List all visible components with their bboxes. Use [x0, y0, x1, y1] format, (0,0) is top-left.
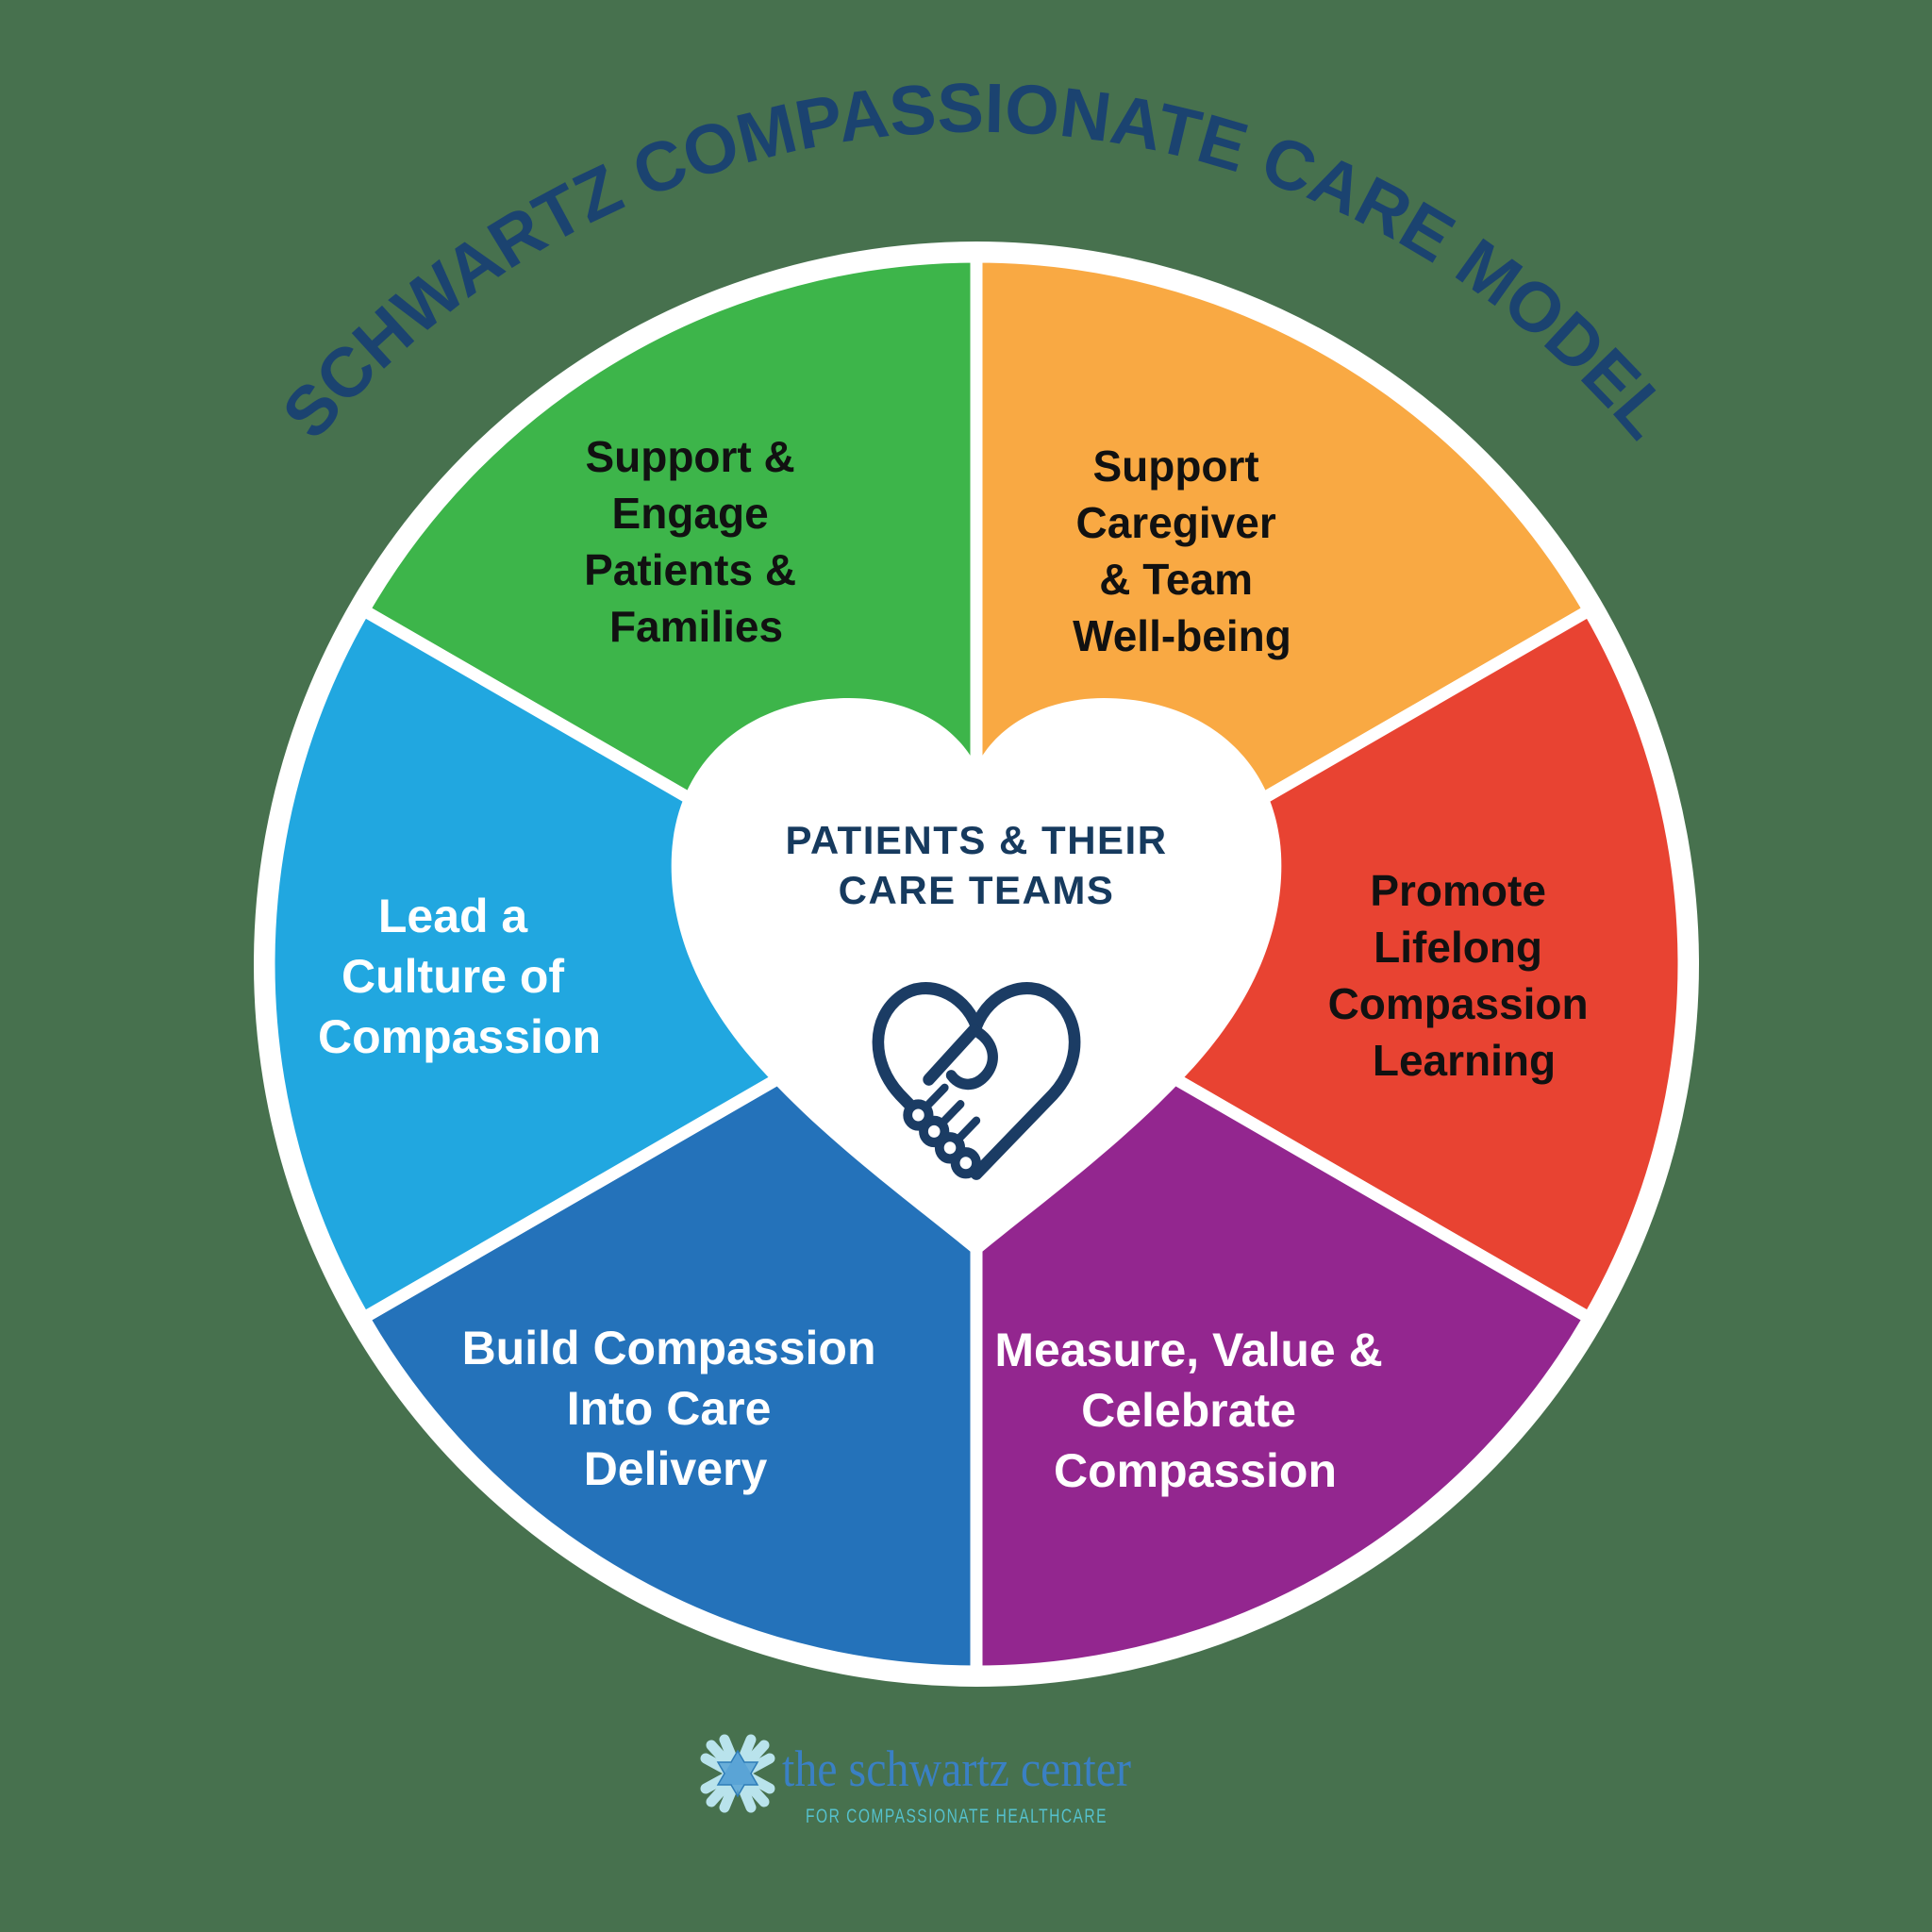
segment-label-line: Engage: [612, 489, 769, 538]
center-heart-shape: [671, 698, 1282, 1257]
care-model-wheel: Support & Engage Patients & Families Sup…: [254, 242, 1699, 1687]
segment-label-line: Learning: [1373, 1036, 1556, 1085]
segment-label-line: Celebrate: [1081, 1384, 1296, 1437]
segment-label-line: Caregiver: [1075, 498, 1275, 547]
segment-wedge: [970, 604, 1690, 1324]
center-label-line-1: PATIENTS & THEIR: [785, 818, 1167, 862]
hands-star-icon: [700, 1734, 775, 1813]
segment-label: Support Caregiver & Team Well-being: [1073, 441, 1291, 660]
logo-star-outline: [716, 1749, 759, 1798]
segment-label-line: Families: [609, 602, 783, 651]
segment-label-line: Lifelong: [1374, 923, 1542, 972]
segment-label-line: Delivery: [584, 1442, 768, 1495]
schwartz-center-logo: the schwartz center FOR COMPASSIONATE HE…: [700, 1734, 1131, 1827]
segment-label-line: Well-being: [1073, 611, 1291, 660]
segment-label: Build Compassion Into Care Delivery: [462, 1322, 890, 1495]
segment-build-compassion-into-care-delivery: Build Compassion Into Care Delivery: [358, 958, 983, 1678]
segment-promote-lifelong-compassion-learning: Promote Lifelong Compassion Learning: [970, 604, 1690, 1324]
segment-label-line: Compassion: [318, 1010, 601, 1063]
segment-label: Measure, Value & Celebrate Compassion: [994, 1324, 1395, 1497]
handshake-heart-icon: [872, 982, 1081, 1180]
segment-lead-a-culture-of-compassion: Lead a Culture of Compassion: [262, 604, 983, 1324]
segment-label-line: Build Compassion: [462, 1322, 876, 1374]
handshake-finger-lines: [922, 1083, 981, 1144]
handshake-knuckles: [903, 1099, 981, 1179]
segment-wedge: [970, 958, 1595, 1678]
segment-label-line: Compassion: [1054, 1444, 1337, 1497]
segment-measure-value-celebrate-compassion: Measure, Value & Celebrate Compassion: [970, 958, 1595, 1678]
segment-wedge: [358, 958, 983, 1678]
segment-label-line: Support &: [585, 432, 794, 481]
segment-label-line: & Team: [1099, 555, 1253, 604]
segment-label: Lead a Culture of Compassion: [318, 890, 601, 1063]
segment-label-line: Measure, Value &: [994, 1324, 1382, 1376]
logo-tagline: FOR COMPASSIONATE HEALTHCARE: [806, 1806, 1108, 1827]
segment-label-line: Into Care: [567, 1382, 772, 1435]
segment-label-line: Compassion: [1328, 979, 1589, 1028]
segment-label: Promote Lifelong Compassion Learning: [1328, 866, 1601, 1085]
segment-label-line: Lead a: [378, 890, 529, 942]
center-label-line-2: CARE TEAMS: [839, 868, 1115, 912]
segment-label-line: Patients &: [584, 545, 796, 594]
handshake-hand-edge: [923, 1024, 980, 1086]
segment-label: Support & Engage Patients & Families: [584, 432, 808, 651]
logo-name: the schwartz center: [782, 1740, 1131, 1797]
segment-label-line: Promote: [1370, 866, 1546, 915]
handshake-thumb: [945, 1027, 998, 1091]
wheel-outer-ring: [254, 242, 1699, 1687]
segment-label-line: Culture of: [341, 950, 564, 1003]
segment-label-line: Support: [1092, 441, 1258, 491]
logo-star: [718, 1751, 758, 1796]
segment-wedge: [262, 604, 983, 1324]
